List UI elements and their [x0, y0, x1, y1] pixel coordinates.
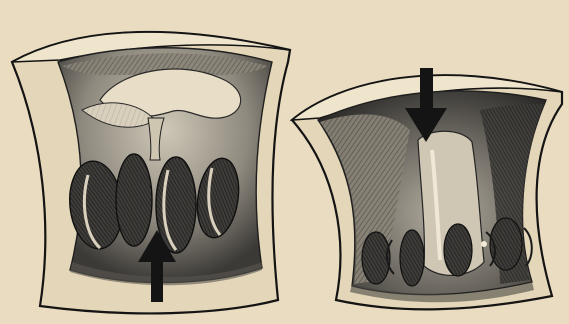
right-recess-1	[362, 232, 390, 284]
right-panel	[292, 68, 562, 309]
left-opening-2	[116, 154, 152, 246]
right-recess-3	[444, 224, 472, 276]
right-recess-2	[400, 230, 424, 286]
left-panel	[12, 32, 290, 313]
right-dot	[481, 241, 487, 247]
